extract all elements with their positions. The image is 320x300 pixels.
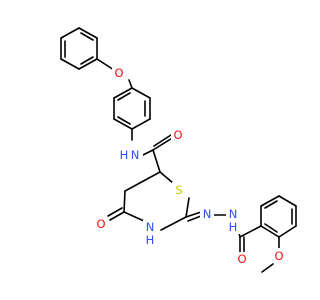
hydrazone-hydrogen-label: H bbox=[229, 220, 238, 234]
hydrazone-nitrogen-1-label: N bbox=[203, 207, 212, 221]
ring-sulfur-label: S bbox=[175, 183, 182, 197]
amide-nitrogen-label: N bbox=[131, 148, 140, 162]
methoxy-bonds bbox=[261, 236, 280, 273]
phenyl-ring-central bbox=[113, 87, 151, 130]
ether-bonds bbox=[96, 58, 133, 89]
molecule-canvas: O H N O S N N H O N H O O bbox=[60, 27, 297, 273]
hydrazone-nitrogen-2-label: N bbox=[229, 207, 238, 221]
amide-oxygen-label: O bbox=[173, 128, 182, 142]
ring-nitrogen-label: N bbox=[146, 220, 155, 234]
methoxy-oxygen-label: O bbox=[274, 249, 283, 263]
amide-bonds bbox=[131, 128, 175, 173]
atom-labels: O H N O S N N H O N H O O bbox=[94, 65, 286, 267]
ring-carbonyl-oxygen-label: O bbox=[96, 217, 105, 231]
phenyl-ring-terminal bbox=[60, 27, 98, 70]
benzoyl-carbonyl bbox=[239, 225, 262, 253]
methoxyphenyl-ring bbox=[260, 195, 297, 238]
ring-nitrogen-hydrogen-label: H bbox=[146, 233, 155, 247]
molecule-structure: O H N O S N N H O N H O O bbox=[60, 27, 297, 273]
ether-oxygen-label: O bbox=[114, 66, 123, 80]
benzoyl-oxygen-label: O bbox=[237, 252, 246, 266]
amide-hydrogen-label: H bbox=[120, 148, 129, 162]
thiazine-ring bbox=[107, 171, 190, 231]
